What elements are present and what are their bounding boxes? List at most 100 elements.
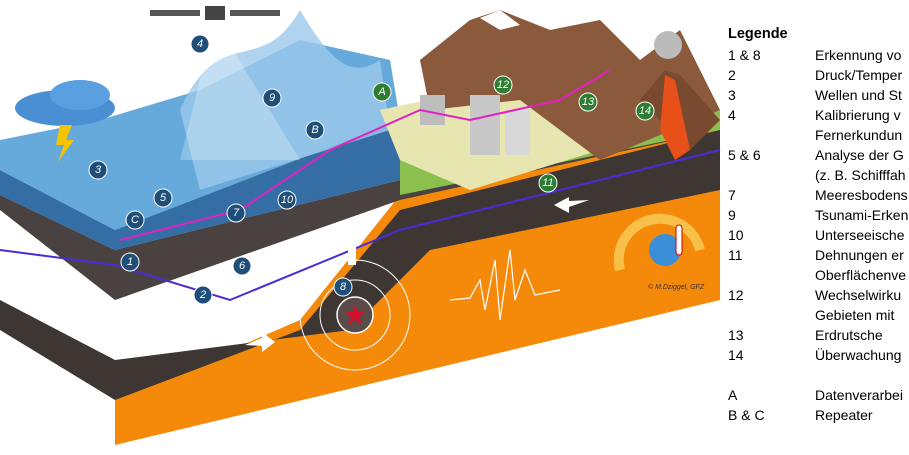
legend-row: Oberflächenve [728,265,909,285]
marker-circle [262,88,282,108]
marker-label: 2 [199,289,206,301]
legend-number: 5 & 6 [728,147,761,163]
marker-1: 1 [120,252,140,272]
legend-text: Analyse der G [815,147,904,163]
marker-label: 11 [542,177,553,189]
lightning-icon [56,125,74,162]
satellite-panel [150,10,200,16]
legend-row: Fernerkundun [728,125,909,145]
marker-9: 9 [262,88,282,108]
legend-row: (z. B. Schifffah [728,165,909,185]
marker-circle [538,173,558,193]
marker-label: B [311,124,318,136]
legend-number: 2 [728,67,736,83]
marker-10: 10 [277,190,297,210]
legend-text: Dehnungen er [815,247,904,263]
marker-circle [305,120,325,140]
storm-cloud-top [50,80,110,110]
marker-a: A [372,82,392,102]
legend-number: 13 [728,327,744,343]
marker-label: 14 [639,105,651,117]
legend-number: B & C [728,407,765,423]
legend-number: 7 [728,187,736,203]
climate-gauge [613,213,705,272]
legend-text: Wechselwirku [815,287,902,303]
legend-number [728,165,815,185]
legend-number: 14 [728,347,744,363]
plate-motion-arrow [245,332,275,352]
marker-label: 9 [269,92,275,104]
marker-11: 11 [538,173,558,193]
lava-flow [660,75,690,160]
seismogram [449,249,561,321]
legend-number: 3 [728,87,736,103]
legend-text: Datenverarbei [815,387,903,403]
marker-circle [226,203,246,223]
legend-text: Meeresbodens [815,187,908,203]
legend-number: 10 [728,227,744,243]
legend-number: 1 & 8 [728,47,761,63]
seafloor-cable [0,149,721,302]
marker-label: 10 [281,194,294,206]
legend-number: A [728,387,738,403]
credit-text: © M.Dziggel, GFZ [648,283,705,291]
marker-circle [372,82,392,102]
legend-number: 11 [728,247,743,263]
marker-2: 2 [193,285,213,305]
legend-text: Tsunami-Erken [815,207,909,223]
legend-row: 5 & 6 Analyse der G [728,145,909,165]
marker-circle [232,256,252,276]
satellite-panel [230,10,280,16]
legend-title: Legende [728,26,788,42]
legend-number [728,305,815,325]
seismic-wave [319,279,391,351]
marker-circle [125,210,145,230]
legend-row: Gebieten mit [728,305,909,325]
mountains [420,10,720,160]
marker-label: 12 [497,79,509,91]
crust-layer [0,130,720,400]
marker-13: 13 [578,92,598,112]
marker-14: 14 [635,101,655,121]
marker-label: 3 [95,164,102,176]
legend-row: 12 Wechselwirku [728,285,909,305]
legend-number: 4 [728,107,736,123]
plate-motion-arrow [554,197,589,213]
legend-text: Gebieten mit [815,307,895,323]
satellite-beam [180,20,300,160]
marker-7: 7 [226,203,246,223]
legend-row: 4 Kalibrierung v [728,105,909,125]
legend-text: Fernerkundun [815,127,903,143]
marker-label: 1 [127,256,133,268]
uplift-arrow [343,232,361,265]
volcano-smoke [654,31,682,59]
earth-icon [649,234,681,266]
legend-text: Erkennung vo [815,47,902,63]
legend-number: 12 [728,287,744,303]
marker-label: 6 [239,260,246,272]
legend-text: (z. B. Schifffah [815,167,906,183]
rupture-star-icon [345,305,365,325]
marker-circle [88,160,108,180]
marker-circle [190,34,210,54]
marker-b: B [305,120,325,140]
satellite-icon [205,6,225,20]
marker-circle [578,92,598,112]
legend-row: 7 Meeresbodens [728,185,909,205]
legend-text: Kalibrierung v [815,107,901,123]
marker-3: 3 [88,160,108,180]
marker-circle [635,101,655,121]
marker-circle [193,285,213,305]
marker-circle [153,188,173,208]
legend-row: 11 Dehnungen er [728,245,909,265]
marker-label: 13 [582,96,595,108]
snow-caps [480,10,520,30]
